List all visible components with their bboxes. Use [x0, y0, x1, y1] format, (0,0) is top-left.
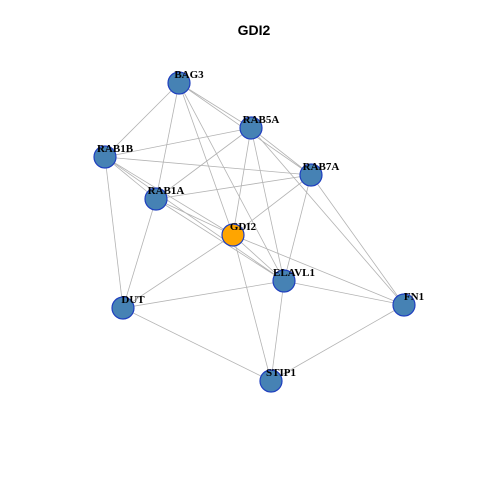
edge-elavl1-stip1 [270, 280, 285, 382]
node-label-fn1: FN1 [404, 291, 424, 303]
node-label-elavl1: ELAVL1 [273, 267, 315, 279]
node-label-dut: DUT [121, 294, 145, 306]
edge-rab7a-elavl1 [283, 174, 312, 282]
node-label-bag3: BAG3 [174, 69, 204, 81]
node-label-rab1b: RAB1B [97, 143, 134, 155]
node-label-rab7a: RAB7A [303, 161, 340, 173]
edge-rab5a-elavl1 [250, 127, 285, 282]
edge-gdi2-fn1 [232, 234, 405, 306]
node-elavl1[interactable] [272, 269, 296, 293]
edge-rab5a-rab7a [250, 127, 312, 176]
edge-rab1a-gdi2 [155, 198, 234, 236]
node-dut[interactable] [111, 296, 135, 320]
node-rab1b[interactable] [93, 145, 117, 169]
edge-elavl1-dut [122, 280, 285, 309]
node-label-gdi2: GDI2 [230, 221, 257, 233]
node-stip1[interactable] [259, 369, 283, 393]
edge-bag3-rab1a [155, 82, 180, 200]
edge-bag3-rab1b [104, 82, 180, 158]
edge-dut-stip1 [122, 307, 272, 382]
edge-rab1b-gdi2 [104, 156, 234, 236]
node-rab1a[interactable] [144, 187, 168, 211]
diagram-title: GDI2 [238, 22, 271, 38]
edge-rab5a-rab1a [155, 127, 252, 200]
edge-gdi2-stip1 [232, 234, 272, 382]
node-bag3[interactable] [167, 71, 191, 95]
node-rab7a[interactable] [299, 163, 323, 187]
node-label-rab1a: RAB1A [148, 185, 185, 197]
edge-fn1-stip1 [270, 304, 405, 382]
edge-rab5a-fn1 [250, 127, 405, 306]
edge-rab1b-rab7a [104, 156, 312, 176]
node-fn1[interactable] [392, 293, 416, 317]
edge-rab1a-elavl1 [155, 198, 285, 282]
edge-rab1a-dut [122, 198, 157, 309]
edge-gdi2-dut [122, 234, 234, 309]
nodes-layer [93, 71, 416, 393]
edge-bag3-gdi2 [178, 82, 234, 236]
edge-elavl1-fn1 [283, 280, 405, 306]
node-label-rab5a: RAB5A [243, 114, 280, 126]
edge-rab5a-rab1b [104, 127, 252, 158]
edge-rab1b-dut [104, 156, 124, 309]
node-rab5a[interactable] [239, 116, 263, 140]
node-label-stip1: STIP1 [266, 367, 296, 379]
node-gdi2[interactable] [221, 223, 245, 247]
edge-rab5a-gdi2 [232, 127, 252, 236]
edge-rab7a-fn1 [310, 174, 405, 306]
edge-rab1b-elavl1 [104, 156, 285, 282]
edge-rab7a-rab1a [155, 174, 312, 200]
edge-bag3-rab5a [178, 82, 252, 129]
edge-bag3-elavl1 [178, 82, 285, 282]
edge-rab7a-gdi2 [232, 174, 312, 236]
